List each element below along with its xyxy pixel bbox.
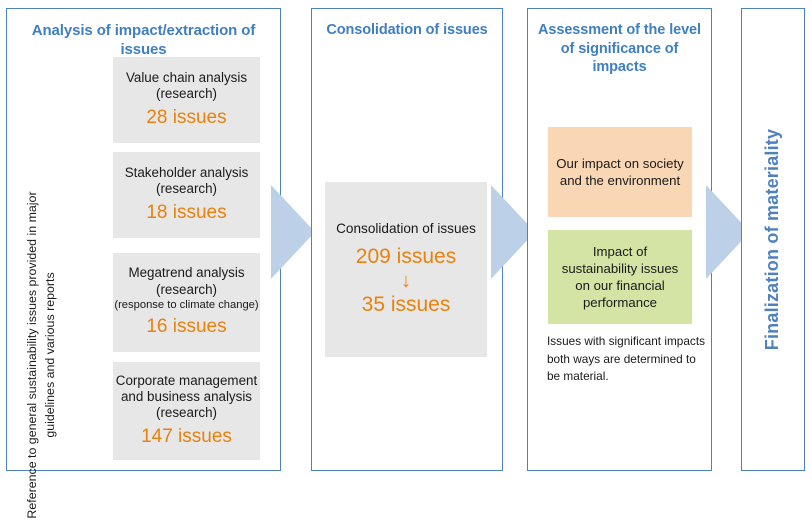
box-stakeholder-line1: Stakeholder analysis [124, 164, 249, 180]
box-impact-on-society: Our impact on society and the environmen… [548, 127, 692, 217]
box-corporate-management-analysis: Corporate management and business analys… [113, 362, 260, 460]
box-megatrend-line3: (response to climate change) [114, 299, 259, 311]
materiality-note: Issues with significant impacts both way… [547, 334, 706, 384]
box-megatrend-count: 16 issues [146, 316, 227, 337]
box-corporate-line1: Corporate management and business analys… [115, 372, 258, 404]
box-value-chain-analysis: Value chain analysis (research) 28 issue… [113, 57, 260, 143]
reference-side-label: Reference to general sustainability issu… [25, 191, 57, 519]
consolidation-count-after: 35 issues [361, 292, 451, 316]
box-value-chain-line1: Value chain analysis [125, 69, 248, 85]
down-arrow-icon: ↓ [401, 269, 411, 292]
panel-3-title: Assessment of the level of significance … [538, 22, 701, 76]
consolidation-label: Consolidation of issues [336, 221, 476, 237]
panel-2-title: Consolidation of issues [326, 22, 488, 38]
box-corporate-count: 147 issues [141, 425, 232, 447]
box-stakeholder-line2: (research) [155, 181, 218, 197]
materiality-process-diagram: Analysis of impact/extraction of issues … [6, 8, 805, 519]
panel-1-side-label-wrap: Reference to general sustainability issu… [10, 90, 64, 518]
panel-finalization-of-materiality [741, 8, 805, 471]
box-consolidation-counts: Consolidation of issues 209 issues ↓ 35 … [325, 182, 487, 357]
panel-1-title: Analysis of impact/extraction of issues [31, 22, 256, 59]
box-megatrend-analysis: Megatrend analysis (research) (response … [113, 253, 260, 352]
box-impact-on-financial-performance: Impact of sustainability issues on our f… [548, 230, 692, 324]
box-stakeholder-analysis: Stakeholder analysis (research) 18 issue… [113, 152, 260, 238]
arrow-right-icon-panel1-to-panel2 [271, 185, 315, 279]
box-value-chain-line2: (research) [155, 86, 218, 102]
box-megatrend-line2: (research) [155, 281, 218, 297]
consolidation-count-before: 209 issues [355, 245, 457, 269]
box-megatrend-line1: Megatrend analysis [128, 265, 245, 281]
box-stakeholder-count: 18 issues [146, 201, 227, 223]
box-corporate-line2: (research) [155, 405, 218, 421]
box-value-chain-count: 28 issues [146, 106, 227, 128]
